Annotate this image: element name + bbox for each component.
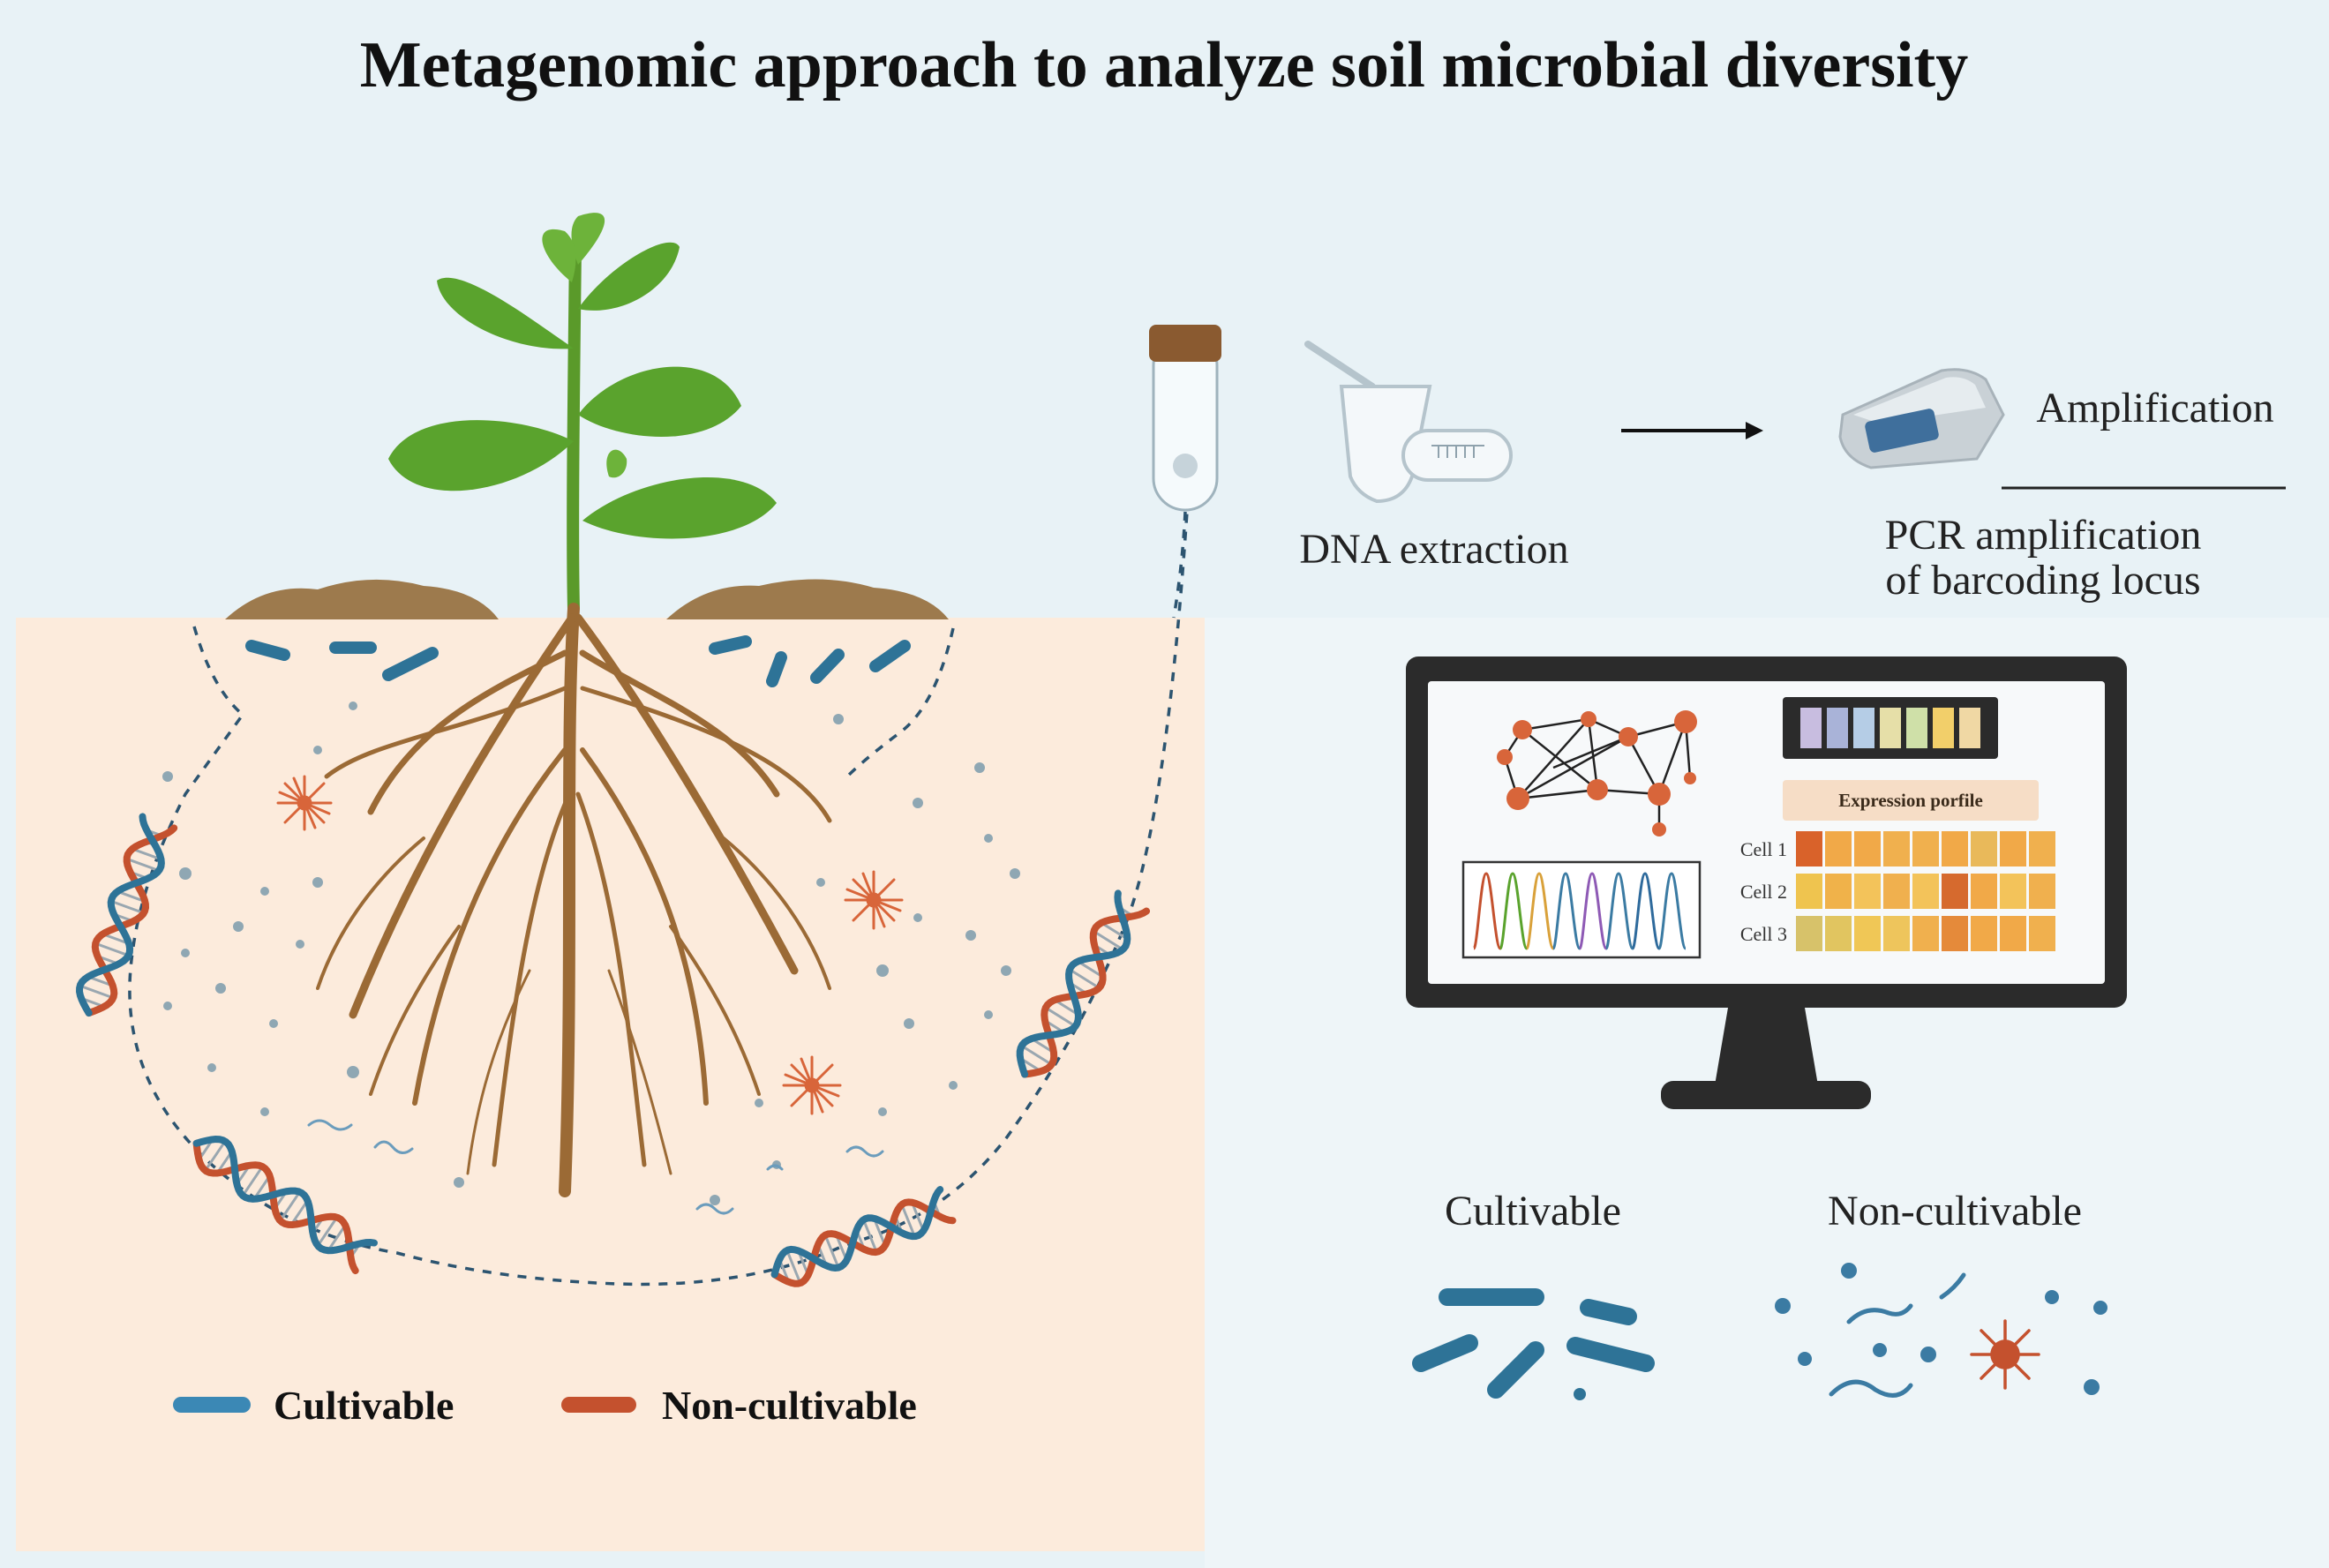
pcr-label-line-1: PCR amplification [1885, 512, 2202, 559]
heatmap-cell [1912, 916, 1939, 951]
gel-band [1880, 708, 1901, 748]
heatmap-cell [1854, 874, 1881, 909]
heatmap-cell [1912, 874, 1939, 909]
gel-band [1827, 708, 1848, 748]
dna-helices [76, 813, 1151, 1287]
heatmap: Cell 1 Cell 2 Cell 3 [1740, 831, 2055, 951]
heatmap-cell [1796, 831, 1822, 867]
heatmap-cell [1825, 831, 1852, 867]
heatmap-cell [2000, 874, 2026, 909]
heatmap-cell [1796, 916, 1822, 951]
heatmap-cell [2029, 874, 2055, 909]
chromatogram-peak [1499, 872, 1529, 950]
figure-title: Metagenomic approach to analyze soil mic… [360, 29, 1968, 101]
bottom-legend: Cultivable Non-cultivable [173, 1383, 917, 1428]
heatmap-cell [1971, 831, 1997, 867]
leaf [578, 366, 741, 437]
leaf-bud [606, 449, 627, 478]
soil-panel [16, 618, 1205, 1551]
heatmap-cell [2029, 916, 2055, 951]
heatmap-cell [1796, 874, 1822, 909]
leaf [571, 213, 605, 265]
pcr-label-line-2: of barcoding locus [1885, 557, 2200, 604]
chromatogram-peak [1472, 872, 1502, 950]
soil-mound-left [225, 579, 499, 619]
expression-profile-label: Expression porfile [1838, 790, 1983, 811]
dna-extraction-label: DNA extraction [1299, 526, 1568, 573]
legend-cultivable-label: Cultivable [274, 1383, 454, 1428]
cultivable-rods-surface [245, 635, 911, 687]
soil-microbe-dots [162, 701, 1020, 1205]
sample-dashed-line [1172, 511, 1187, 619]
plant-stem [567, 246, 582, 610]
dna-helix [192, 1136, 378, 1275]
dna-helix [770, 1186, 957, 1287]
chromatogram [1461, 860, 1702, 959]
gel-band [1853, 708, 1874, 748]
heatmap-cell [1912, 831, 1939, 867]
soil-squiggles [307, 1119, 884, 1215]
chromatogram-peak [1631, 872, 1661, 950]
gel-band [1800, 708, 1822, 748]
expression-header-box [1783, 780, 2039, 821]
cultivable-rods-cluster [1412, 1288, 1655, 1400]
chromatogram-peak [1657, 872, 1687, 950]
heatmap-cell [1854, 831, 1881, 867]
right-non-cultivable-label: Non-cultivable [1828, 1188, 2082, 1234]
heatmap-cell [1942, 874, 1968, 909]
soil-mound-right [666, 579, 949, 619]
dna-helix [76, 813, 178, 1017]
heatmap-cell [1971, 874, 1997, 909]
non-cultivable-cluster [1775, 1263, 2107, 1398]
heatmap-cell [1883, 916, 1910, 951]
cell-label: Cell 2 [1740, 881, 1787, 903]
pcr-machine [1838, 368, 2005, 469]
heatmap-cell [1971, 916, 1997, 951]
cell-label: Cell 1 [1740, 838, 1787, 860]
dna-helix [1016, 889, 1151, 1078]
leaf [388, 420, 574, 491]
chromatogram-peak [1525, 872, 1555, 950]
sampling-boundary-inner [845, 627, 955, 778]
cell-label: Cell 3 [1740, 923, 1787, 945]
roots [316, 603, 832, 1197]
gel-band [1933, 708, 1954, 748]
leaf [542, 229, 576, 282]
non-cultivable-starbursts [276, 775, 904, 1115]
extraction-tubes [1304, 341, 1513, 504]
heatmap-cell [1942, 916, 1968, 951]
leaf [578, 242, 680, 311]
process-arrow [1621, 422, 1763, 439]
chromatogram-peak [1551, 872, 1581, 950]
right-cultivable-label: Cultivable [1445, 1188, 1621, 1234]
heatmap-cell [2029, 831, 2055, 867]
network-graph [1497, 710, 1697, 837]
chromatogram-peak [1578, 872, 1608, 950]
heatmap-cell [1854, 916, 1881, 951]
heatmap-cell [1825, 916, 1852, 951]
heatmap-cell [1942, 831, 1968, 867]
chromatogram-peak [1604, 872, 1634, 950]
plant [388, 213, 777, 610]
gel-band [1959, 708, 1980, 748]
heatmap-cell [2000, 916, 2026, 951]
soil-sample-tube [1149, 325, 1221, 512]
gel-strip [1783, 697, 1998, 759]
heatmap-cell [1883, 831, 1910, 867]
heatmap-cell [1883, 874, 1910, 909]
heatmap-cell [1825, 874, 1852, 909]
heatmap-cell [2000, 831, 2026, 867]
leaf [437, 277, 574, 349]
legend-non-cultivable-label: Non-cultivable [662, 1383, 917, 1428]
gel-band [1906, 708, 1927, 748]
leaf [582, 477, 777, 539]
amplification-label: Amplification [2036, 385, 2273, 431]
